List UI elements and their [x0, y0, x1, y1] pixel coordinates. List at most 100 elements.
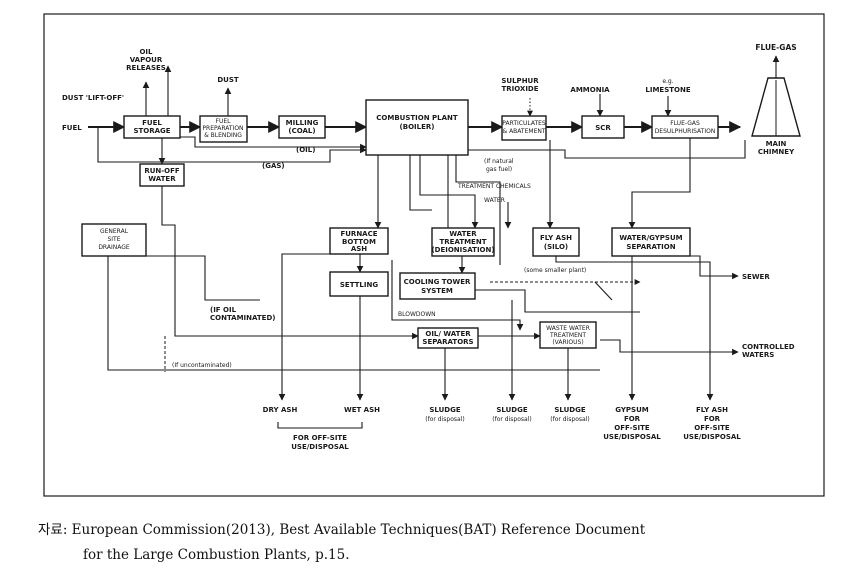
- label-gypsum: GYPSUM: [615, 406, 649, 414]
- node-cooling-tower: COOLING TOWER SYSTEM: [399, 272, 476, 300]
- svg-text:(for disposal): (for disposal): [492, 416, 531, 423]
- svg-text:COMBUSTION PLANT: COMBUSTION PLANT: [376, 114, 458, 122]
- label-oil-vapour: OIL: [139, 48, 153, 56]
- node-combustion-plant: COMBUSTION PLANT (BOILER): [365, 99, 469, 156]
- node-fuel-storage: FUEL STORAGE: [123, 115, 181, 139]
- node-water-treatment: WATER TREATMENT (DEIONISATION): [431, 227, 495, 257]
- svg-text:gas fuel): gas fuel): [486, 166, 512, 173]
- node-milling: MILLING (COAL): [278, 115, 326, 139]
- svg-text:FLY ASH: FLY ASH: [540, 234, 572, 242]
- svg-text:GENERAL: GENERAL: [100, 228, 129, 235]
- svg-text:(DEIONISATION): (DEIONISATION): [431, 246, 494, 254]
- svg-text:(SILO): (SILO): [544, 243, 568, 251]
- svg-text:FLUE-GAS: FLUE-GAS: [670, 120, 700, 127]
- node-waste-water-treatment: WASTE WATER TREATMENT (VARIOUS): [539, 321, 597, 349]
- svg-text:TRIOXIDE: TRIOXIDE: [501, 85, 538, 93]
- svg-text:STORAGE: STORAGE: [133, 127, 170, 135]
- svg-text:PREPARATION: PREPARATION: [202, 125, 243, 132]
- label-oil: (OIL): [296, 146, 315, 154]
- svg-text:COOLING TOWER: COOLING TOWER: [404, 278, 471, 286]
- svg-text:VAPOUR: VAPOUR: [130, 56, 163, 64]
- label-sulphur-trioxide: SULPHUR: [501, 77, 539, 85]
- caption-line-1: 자료: European Commission(2013), Best Avai…: [38, 522, 646, 538]
- node-fly-ash-silo: FLY ASH (SILO): [532, 227, 580, 257]
- svg-text:OFF-SITE: OFF-SITE: [614, 424, 650, 432]
- svg-text:FUEL: FUEL: [142, 119, 162, 127]
- svg-text:USE/DISPOSAL: USE/DISPOSAL: [291, 443, 349, 451]
- label-blowdown: BLOWDOWN: [398, 311, 436, 318]
- caption-line-2: for the Large Combustion Plants, p.15.: [83, 547, 350, 563]
- diagram-labels: OIL VAPOUR RELEASES DUST 'LIFT-OFF' DUST…: [62, 43, 797, 451]
- node-furnace-bottom-ash: FURNACE BOTTOM ASH: [329, 227, 389, 255]
- svg-text:USE/DISPOSAL: USE/DISPOSAL: [603, 433, 661, 441]
- label-if-oil-contaminated: (IF OIL: [210, 306, 237, 314]
- label-limestone: e.g.: [662, 78, 673, 85]
- svg-text:WASTE WATER: WASTE WATER: [546, 325, 590, 332]
- connectors: [88, 55, 780, 429]
- svg-text:WATER: WATER: [449, 230, 477, 238]
- node-oil-water-separators: OIL/ WATER SEPARATORS: [417, 327, 479, 349]
- process-flow-diagram: FUEL STORAGE FUEL PREPARATION & BLENDING…: [43, 13, 825, 497]
- svg-text:DRAINAGE: DRAINAGE: [98, 244, 130, 251]
- svg-text:& ABATEMENT: & ABATEMENT: [502, 128, 545, 135]
- label-sludge-1: SLUDGE: [429, 406, 460, 414]
- label-sewer: SEWER: [742, 273, 770, 281]
- svg-text:LIMESTONE: LIMESTONE: [645, 86, 690, 94]
- svg-text:(for disposal): (for disposal): [425, 416, 464, 423]
- node-fgd: FLUE-GAS DESULPHURISATION: [651, 115, 719, 139]
- svg-text:WATER: WATER: [148, 175, 176, 183]
- diagram-frame: [43, 13, 825, 497]
- svg-text:WATERS: WATERS: [742, 351, 774, 359]
- node-runoff-water: RUN-OFF WATER: [139, 163, 185, 187]
- node-particulates: PARTICULATES & ABATEMENT: [501, 115, 547, 141]
- svg-text:FOR: FOR: [624, 415, 641, 423]
- svg-text:FUEL: FUEL: [216, 118, 232, 125]
- svg-text:(VARIOUS): (VARIOUS): [552, 339, 583, 346]
- svg-text:FURNACE: FURNACE: [340, 230, 377, 238]
- svg-text:TREATMENT: TREATMENT: [549, 332, 586, 339]
- svg-text:SETTLING: SETTLING: [340, 281, 378, 289]
- label-flue-gas: FLUE-GAS: [755, 43, 796, 52]
- svg-text:SEPARATORS: SEPARATORS: [422, 338, 473, 346]
- svg-text:FOR: FOR: [704, 415, 721, 423]
- label-dust: DUST: [217, 76, 239, 84]
- svg-text:(BOILER): (BOILER): [400, 123, 435, 131]
- svg-text:MILLING: MILLING: [286, 119, 319, 127]
- label-if-uncontaminated: (If uncontaminated): [172, 362, 232, 369]
- node-general-drainage: GENERAL SITE DRAINAGE: [81, 223, 147, 257]
- svg-text:RELEASES: RELEASES: [126, 64, 166, 72]
- label-fly-ash-off-site: FLY ASH: [696, 406, 728, 414]
- svg-text:WATER/GYPSUM: WATER/GYPSUM: [619, 234, 682, 242]
- label-main-chimney: MAIN: [766, 140, 787, 148]
- node-fuel-preparation: FUEL PREPARATION & BLENDING: [199, 115, 248, 143]
- label-fuel: FUEL: [62, 124, 82, 132]
- svg-text:TREATMENT: TREATMENT: [440, 238, 487, 246]
- label-ammonia: AMMONIA: [570, 86, 610, 94]
- label-water: WATER: [484, 197, 505, 204]
- label-treatment-chemicals: TREATMENT CHEMICALS: [457, 183, 531, 190]
- svg-text:BOTTOM: BOTTOM: [342, 238, 376, 246]
- svg-text:PARTICULATES: PARTICULATES: [502, 120, 546, 127]
- label-dry-ash: DRY ASH: [263, 406, 298, 414]
- svg-text:(for disposal): (for disposal): [550, 416, 589, 423]
- svg-text:OFF-SITE: OFF-SITE: [694, 424, 730, 432]
- label-gas: (GAS): [262, 162, 285, 170]
- node-settling: SETTLING: [329, 271, 389, 297]
- svg-text:OIL/ WATER: OIL/ WATER: [425, 330, 471, 338]
- label-sludge-2: SLUDGE: [496, 406, 527, 414]
- svg-text:SYSTEM: SYSTEM: [421, 287, 453, 295]
- svg-text:CHIMNEY: CHIMNEY: [758, 148, 795, 156]
- svg-text:USE/DISPOSAL: USE/DISPOSAL: [683, 433, 741, 441]
- svg-text:SCR: SCR: [595, 124, 611, 132]
- label-some-smaller-plant: (some smaller plant): [524, 267, 586, 274]
- svg-text:RUN-OFF: RUN-OFF: [144, 167, 180, 175]
- svg-text:CONTAMINATED): CONTAMINATED): [210, 314, 275, 322]
- svg-text:& BLENDING: & BLENDING: [204, 132, 242, 139]
- source-caption: 자료: European Commission(2013), Best Avai…: [38, 518, 838, 568]
- label-wet-ash: WET ASH: [344, 406, 380, 414]
- svg-text:SEPARATION: SEPARATION: [626, 243, 675, 251]
- svg-text:DESULPHURISATION: DESULPHURISATION: [655, 128, 716, 135]
- svg-text:SITE: SITE: [107, 236, 120, 243]
- label-if-natural-gas: (If natural: [484, 158, 514, 165]
- node-water-gypsum-separation: WATER/GYPSUM SEPARATION: [611, 227, 691, 257]
